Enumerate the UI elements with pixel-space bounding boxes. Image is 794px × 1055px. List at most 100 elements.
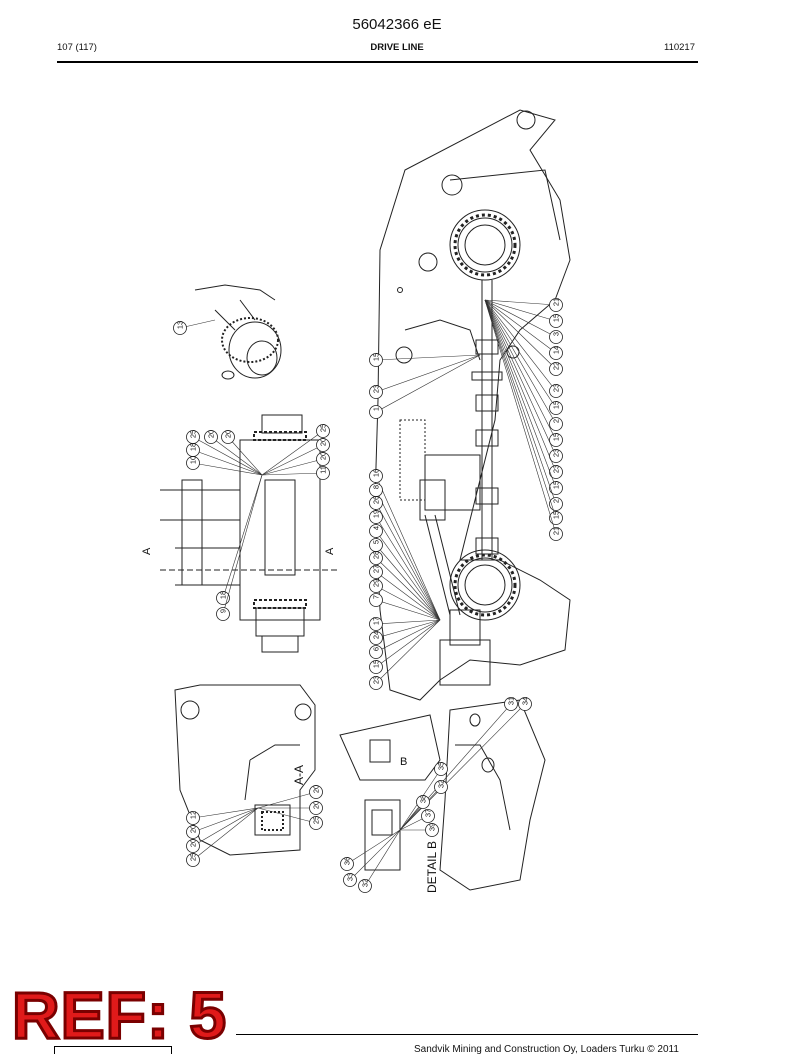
callout-bubble <box>549 401 563 415</box>
callout-number: 26 <box>372 496 381 504</box>
detail-marker: B <box>400 756 407 768</box>
callout-leader <box>375 475 441 621</box>
callout-leader <box>261 458 324 476</box>
callout-bubble <box>549 384 563 398</box>
callout-leader <box>399 703 512 831</box>
header-rule <box>57 61 698 63</box>
callout-number: 13 <box>176 321 185 329</box>
callout-bubble <box>434 780 448 794</box>
callout-number: 9 <box>219 609 228 613</box>
callout-number: 2 <box>552 499 561 503</box>
callout-bubble <box>549 298 563 312</box>
callout-bubble <box>369 579 383 593</box>
callout-bubble <box>221 430 235 444</box>
callout-number: 24 <box>372 631 381 639</box>
callout-bubble <box>518 697 532 711</box>
callout-leader <box>192 807 259 861</box>
callout-number: 16 <box>372 469 381 477</box>
callout-leader <box>484 299 557 441</box>
callout-bubble <box>549 511 563 525</box>
callout-leader <box>375 354 481 393</box>
callout-leader <box>375 619 441 639</box>
callout-bubble <box>369 524 383 538</box>
callout-bubble <box>549 433 563 447</box>
callout-leader <box>484 299 557 457</box>
callout-number: 20 <box>207 430 216 438</box>
callout-leader <box>484 299 557 489</box>
callout-leader <box>349 829 401 881</box>
callout-bubble <box>173 321 187 335</box>
callout-bubble <box>425 823 439 837</box>
callout-number: 29 <box>372 579 381 587</box>
callout-leader <box>257 791 317 809</box>
callout-bubble <box>316 438 330 452</box>
callout-bubble <box>549 417 563 431</box>
sandvik-logo <box>54 1046 172 1054</box>
callout-leader <box>375 530 441 621</box>
callout-number: 20 <box>189 825 198 833</box>
callout-bubble <box>549 527 563 541</box>
callout-leader <box>375 489 441 621</box>
callout-leader <box>399 786 442 831</box>
callout-bubble <box>309 801 323 815</box>
callout-bubble <box>369 645 383 659</box>
callout-bubble <box>186 456 200 470</box>
callout-leader <box>192 449 263 476</box>
callout-bubble <box>549 465 563 479</box>
callout-number: 17 <box>372 617 381 625</box>
callout-number: 19 <box>372 510 381 518</box>
callout-number: 25 <box>189 430 198 438</box>
callout-leader <box>222 474 263 615</box>
callout-bubble <box>186 811 200 825</box>
callout-number: 20 <box>224 430 233 438</box>
callout-leader <box>261 430 324 476</box>
callout-leader <box>484 299 557 519</box>
callout-leader <box>375 516 441 621</box>
callout-bubble <box>369 551 383 565</box>
callout-bubble <box>549 314 563 328</box>
callout-bubble <box>369 660 383 674</box>
callout-bubble <box>186 839 200 853</box>
callout-bubble <box>369 510 383 524</box>
callout-number: 23 <box>552 449 561 457</box>
callout-leader <box>192 462 263 476</box>
callout-number: 39 <box>428 823 437 831</box>
callout-bubble <box>369 617 383 631</box>
callout-number: 5 <box>372 540 381 544</box>
callout-bubble <box>369 631 383 645</box>
callout-leader <box>192 807 259 833</box>
callout-leader <box>484 299 557 354</box>
callout-number: 18 <box>189 443 198 451</box>
section-title: DRIVE LINE <box>370 42 424 53</box>
callout-number: 37 <box>424 809 433 817</box>
callout-number: 21 <box>552 527 561 535</box>
callout-number: 22 <box>552 362 561 370</box>
callout-number: 25 <box>189 853 198 861</box>
callout-bubble <box>549 481 563 495</box>
section-aa-label: A-A <box>292 765 306 785</box>
callout-number: 20 <box>189 839 198 847</box>
callout-number: 38 <box>419 795 428 803</box>
callout-number: 18 <box>219 591 228 599</box>
callout-number: 10 <box>189 456 198 464</box>
callout-leader <box>484 299 557 322</box>
callout-bubble <box>504 697 518 711</box>
callout-leader <box>484 299 557 505</box>
callout-number: 20 <box>312 801 321 809</box>
callout-bubble <box>358 879 372 893</box>
callout-number: 23 <box>372 676 381 684</box>
callout-leader <box>192 436 263 476</box>
callout-bubble <box>309 816 323 830</box>
callout-leader <box>375 354 481 361</box>
callout-leader <box>222 474 263 599</box>
callout-number: 20 <box>319 452 328 460</box>
section-marker-left: A <box>141 547 153 555</box>
callout-number: 8 <box>372 485 381 489</box>
callout-leader <box>375 571 441 621</box>
callout-number: 23 <box>372 385 381 393</box>
ref-stamp: REF: 5 <box>10 978 228 1052</box>
callout-leader <box>484 299 557 306</box>
callout-number: 6 <box>372 647 381 651</box>
callout-number: 20 <box>319 438 328 446</box>
